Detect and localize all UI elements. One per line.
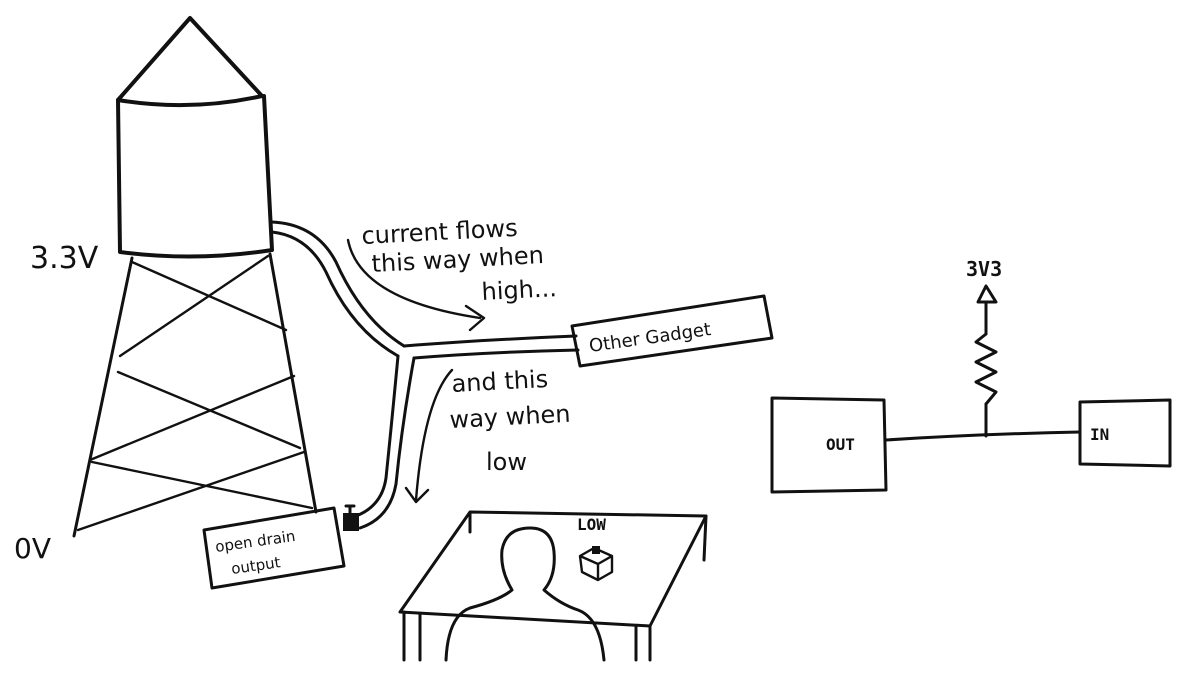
desk-legs — [402, 512, 708, 662]
arrow-high-flow — [346, 238, 486, 332]
pipe-tank-to-junction-inner — [270, 230, 400, 358]
valve-label-line1: open drain — [214, 527, 296, 556]
desk-switch-toggle — [592, 546, 600, 554]
other-gadget: Other Gadget — [570, 294, 774, 368]
arrow-low-flow — [404, 368, 454, 504]
supply-label: 3V3 — [966, 257, 1002, 281]
valve-label-line2: output — [230, 553, 282, 578]
valve-box — [202, 506, 346, 590]
pipe-junction-to-gadget-inner — [412, 348, 580, 360]
tower-tank — [116, 94, 274, 259]
pipe-junction-to-valve-inner — [358, 356, 416, 530]
pipe-junction-to-valve — [354, 354, 400, 518]
other-gadget-box — [570, 294, 774, 368]
in-chip-box — [1078, 398, 1172, 468]
out-chip-box — [770, 396, 888, 494]
in-chip-label: IN — [1090, 425, 1109, 444]
tower-left-leg — [72, 256, 134, 538]
pipe-network — [270, 220, 580, 530]
note-low-line1: and this — [451, 365, 549, 398]
other-gadget-label: Other Gadget — [588, 319, 713, 357]
desk-sign-label: LOW — [577, 515, 606, 534]
pipe-junction-to-gadget — [402, 334, 578, 348]
water-tower — [72, 16, 318, 538]
supply-arrow — [976, 284, 998, 304]
signal-wire — [884, 430, 1082, 442]
open-drain-schematic: OUT IN 3V3 — [770, 257, 1172, 494]
person-silhouette — [444, 526, 606, 662]
note-low-line3: low — [486, 448, 527, 476]
tower-right-leg — [268, 252, 318, 514]
valve-body — [343, 513, 359, 531]
tower-roof — [116, 16, 264, 108]
note-high-line3: high... — [481, 274, 558, 306]
note-low-line2: way when — [449, 400, 571, 434]
desk-scene: LOW — [398, 510, 708, 662]
open-drain-valve: open drain output — [202, 504, 359, 590]
pipe-tank-to-junction — [270, 220, 406, 348]
pullup-resistor — [974, 332, 998, 406]
out-chip-label: OUT — [826, 435, 855, 454]
tower-bracing — [76, 254, 314, 532]
tower-voltage-top-label: 3.3V — [30, 241, 99, 276]
tower-voltage-bottom-label: 0V — [14, 532, 51, 565]
